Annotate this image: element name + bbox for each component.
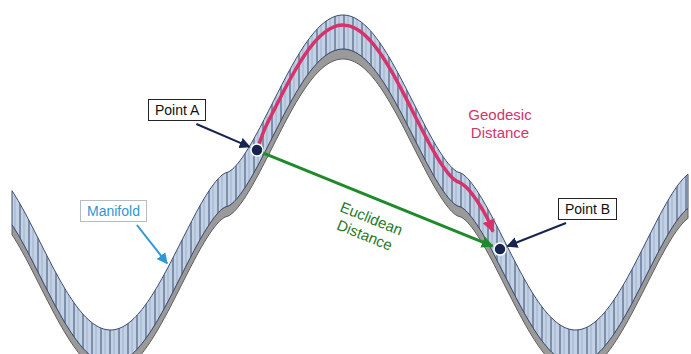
- point-label: Point B: [565, 200, 610, 218]
- leader-arrow: [137, 225, 167, 263]
- point-label: Point A: [155, 101, 199, 119]
- distance-label: Geodesic Distance: [458, 106, 542, 142]
- geodesic-path: [257, 25, 493, 231]
- point-label-box: Point A: [148, 99, 206, 121]
- point-label: Manifold: [87, 202, 140, 220]
- point-dot: [494, 243, 506, 255]
- leader-lines: [137, 124, 566, 263]
- point-label-box: Point B: [558, 198, 617, 220]
- manifold-surface: [12, 15, 688, 354]
- leader-arrow: [507, 223, 566, 246]
- manifold-rim: [12, 49, 688, 354]
- distance-label: Euclidean Distance: [319, 193, 418, 261]
- leader-arrow: [196, 124, 249, 147]
- point-dot: [251, 144, 263, 156]
- point-label-box: Manifold: [80, 200, 147, 222]
